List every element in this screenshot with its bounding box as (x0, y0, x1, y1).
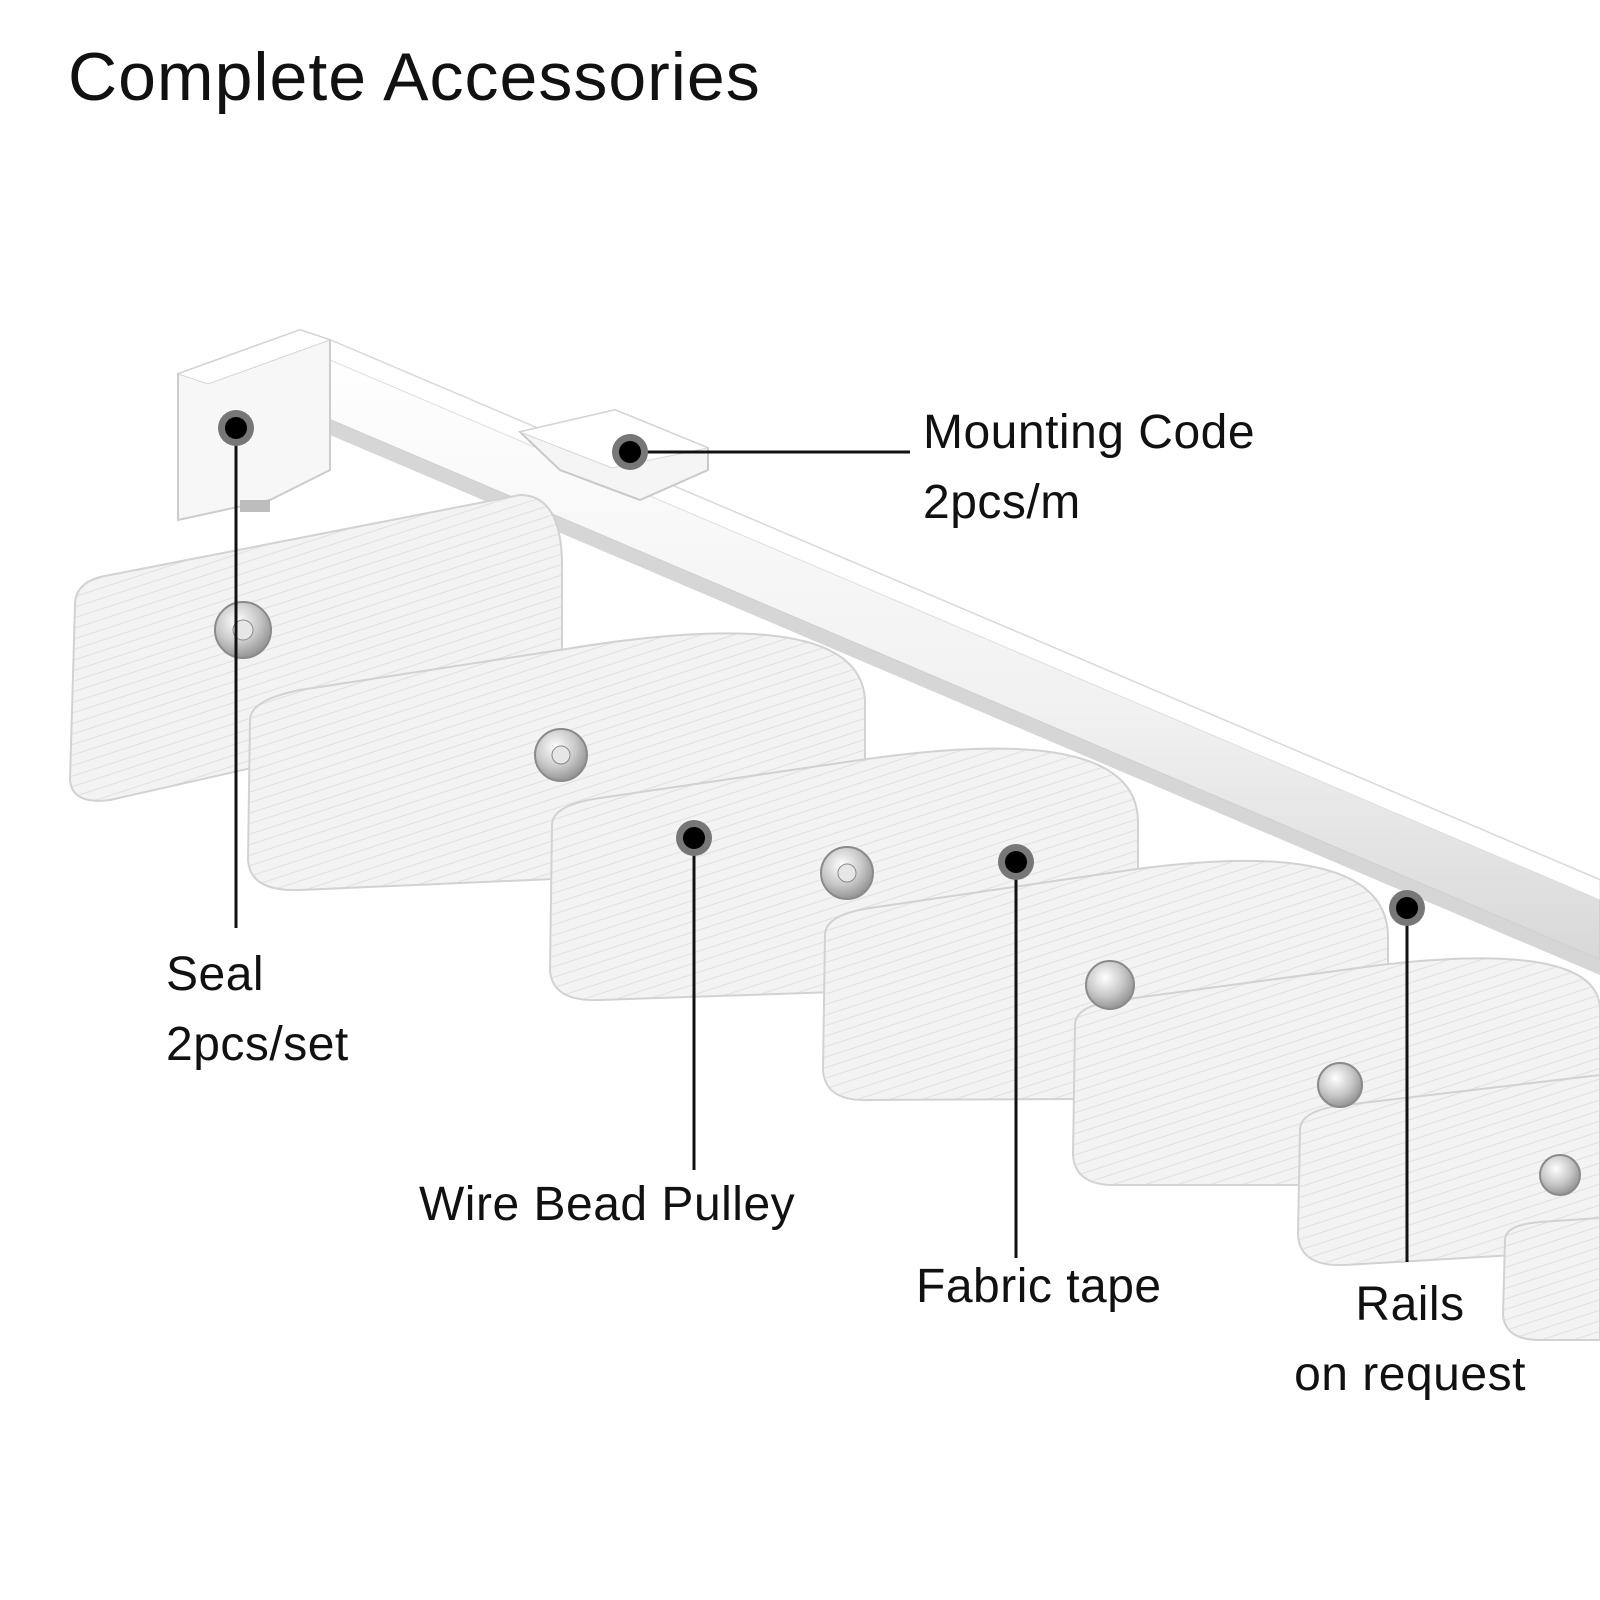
label-mounting-code-line1: Mounting Code (923, 406, 1256, 459)
label-rails: Rails on request (1265, 1270, 1555, 1410)
label-fabric-tape: Fabric tape (916, 1252, 1162, 1322)
label-rails-line2: on request (1294, 1348, 1526, 1401)
label-wire-bead-pulley-line1: Wire Bead Pulley (419, 1178, 796, 1231)
page-title: Complete Accessories (68, 39, 761, 115)
label-mounting-code: Mounting Code 2pcs/m (923, 398, 1255, 538)
label-seal: Seal 2pcs/set (166, 940, 349, 1080)
label-seal-line1: Seal (166, 948, 265, 1001)
label-wire-bead-pulley: Wire Bead Pulley (419, 1170, 795, 1240)
label-seal-line2: 2pcs/set (166, 1018, 349, 1071)
label-mounting-code-line2: 2pcs/m (923, 476, 1081, 529)
snap-button-icon (214, 601, 1581, 1196)
leader-lines (234, 428, 1409, 1262)
callout-dot-icon (218, 410, 1425, 926)
label-fabric-tape-line1: Fabric tape (916, 1260, 1162, 1313)
label-rails-line1: Rails (1355, 1278, 1465, 1331)
seal-end-cap (176, 328, 332, 522)
